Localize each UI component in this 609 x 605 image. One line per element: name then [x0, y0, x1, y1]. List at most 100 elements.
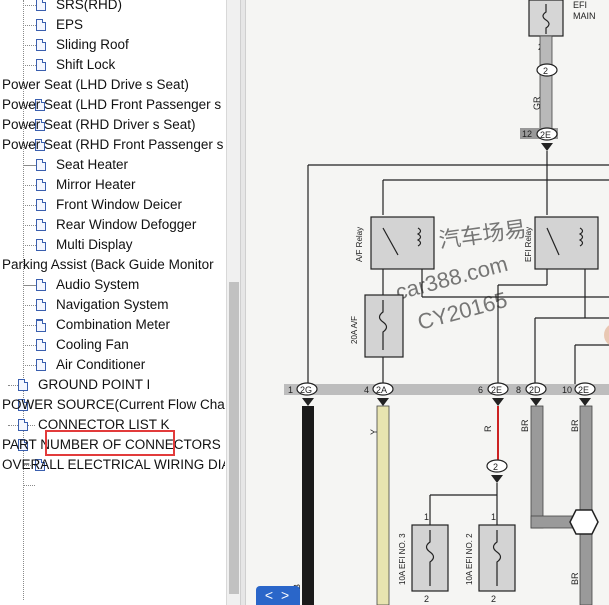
connector-2e-right-label: 2E — [578, 385, 589, 395]
tree-item[interactable]: Combination Meter — [56, 317, 171, 332]
wire-y-label: Y — [369, 429, 379, 435]
tree-item[interactable]: Parking Assist (Back Guide Monitor — [2, 257, 214, 272]
connector-2g-label: 2G — [300, 385, 312, 395]
efi3-pin-bottom: 2 — [424, 594, 429, 604]
page-nav-button[interactable]: < > — [256, 586, 300, 605]
connector-2-top — [536, 63, 558, 77]
tree-item[interactable]: EPS — [56, 17, 84, 32]
tree-item[interactable]: POWER SOURCE(Current Flow Char — [2, 397, 225, 412]
af-fuse-label: 20A A/F — [350, 316, 359, 344]
connector-2e-top — [536, 127, 558, 141]
af-relay — [370, 216, 435, 270]
tree-item[interactable]: PART NUMBER OF CONNECTORS L — [2, 437, 225, 452]
tree-item[interactable]: Audio System — [56, 277, 140, 292]
tree-item[interactable]: GROUND POINT I — [38, 377, 151, 392]
connector-2e-label: 2E — [491, 385, 502, 395]
af-fuse — [364, 294, 404, 358]
document-icon — [35, 99, 45, 111]
efi-main-label-2: MAIN — [573, 11, 596, 21]
connector-2g — [296, 382, 318, 396]
tree-item[interactable]: CONNECTOR LIST K — [38, 417, 170, 432]
document-icon — [36, 279, 46, 291]
hand-cursor — [604, 325, 609, 345]
document-icon — [36, 299, 46, 311]
efi-relay — [534, 216, 599, 270]
efi-no2-label: 10A EFI NO. 2 — [465, 533, 474, 585]
tree-item[interactable]: Power Seat (LHD Drive s Seat) — [2, 77, 189, 92]
wire-gr-label: GR — [532, 96, 542, 110]
wire-br-label-1: BR — [520, 419, 530, 432]
tree-item[interactable]: SRS(RHD) — [56, 0, 122, 12]
pin-8-label: 8 — [516, 385, 521, 395]
tree-item[interactable]: Power Seat (RHD Front Passenger s — [2, 137, 224, 152]
tree-item[interactable]: Power Seat (RHD Driver s Seat) — [2, 117, 196, 132]
tree-item[interactable]: Navigation System — [56, 297, 169, 312]
connector-2a — [372, 382, 394, 396]
document-icon — [36, 239, 46, 251]
document-icon — [18, 439, 28, 451]
efi-main-label-1: EFI — [573, 0, 587, 10]
tree-item[interactable]: Power Seat (LHD Front Passenger s — [2, 97, 222, 112]
watermark-text-1: 汽车场易 — [437, 216, 528, 253]
pin-4-label: 4 — [364, 385, 369, 395]
document-icon — [36, 179, 46, 191]
document-icon — [36, 359, 46, 371]
tree-item[interactable]: Seat Heater — [56, 157, 129, 172]
selection-highlight — [45, 430, 175, 456]
connector-2-lower — [486, 459, 508, 473]
connector-2d — [525, 382, 547, 396]
tree-item[interactable]: Mirror Heater — [56, 177, 136, 192]
wiring-diagram-viewer[interactable]: 汽车场易 car388.com CY20165 EFI MAIN 2 2 GR … — [246, 0, 609, 605]
document-icon — [36, 19, 46, 31]
document-icon — [35, 119, 45, 131]
af-relay-label: A/F Relay — [355, 227, 364, 262]
connector-2e-top-label: 2E — [540, 130, 551, 140]
document-icon — [36, 339, 46, 351]
wire-br-label-2: BR — [570, 419, 580, 432]
tree-item[interactable]: Shift Lock — [56, 57, 116, 72]
ground-splice — [569, 509, 599, 535]
tree-scrollbar[interactable] — [226, 0, 241, 605]
efi2-pin-top: 1 — [491, 512, 496, 522]
efi-relay-label: EFI Relay — [524, 227, 533, 262]
pin-12-label: 12 — [522, 129, 532, 139]
document-icon — [18, 419, 28, 431]
document-icon — [36, 0, 46, 11]
tree-item[interactable]: Multi Display — [56, 237, 133, 252]
document-icon — [36, 59, 46, 71]
tree-guide-line — [23, 0, 24, 600]
connector-2d-label: 2D — [529, 385, 541, 395]
document-icon — [36, 159, 46, 171]
tree-item[interactable]: OVERALL ELECTRICAL WIRING DIAG — [2, 457, 225, 472]
connector-2a-label: 2A — [376, 385, 387, 395]
tree-item[interactable]: Rear Window Defogger — [56, 217, 197, 232]
tree-scrollbar-thumb[interactable] — [229, 282, 239, 594]
document-icon — [36, 39, 46, 51]
tree-item[interactable]: Front Window Deicer — [56, 197, 183, 212]
document-icon — [36, 219, 46, 231]
efi3-pin-top: 1 — [424, 512, 429, 522]
document-icon — [36, 199, 46, 211]
document-icon — [35, 139, 45, 151]
wire-br-label-3: BR — [570, 572, 580, 585]
document-icon — [18, 399, 28, 411]
document-icon — [18, 379, 28, 391]
connector-2-top-label: 2 — [543, 66, 548, 76]
pin-10-label: 10 — [562, 385, 572, 395]
pin-6-label: 6 — [478, 385, 483, 395]
efi-no3-label: 10A EFI NO. 3 — [398, 533, 407, 585]
connector-2e-right — [574, 382, 596, 396]
tree-item[interactable]: Sliding Roof — [56, 37, 129, 52]
tree-item[interactable]: Cooling Fan — [56, 337, 129, 352]
document-icon — [36, 320, 46, 332]
wire-r-label: R — [483, 425, 493, 432]
pin-1-label: 1 — [288, 385, 293, 395]
connector-2-lower-label: 2 — [493, 462, 498, 472]
pane-splitter[interactable] — [240, 0, 246, 605]
document-icon — [35, 459, 45, 471]
tree-item-selected[interactable]: Air Conditioner — [56, 357, 146, 372]
wiring-diagram: 汽车场易 car388.com CY20165 EFI MAIN 2 2 GR … — [284, 0, 609, 605]
connector-2e — [487, 382, 509, 396]
efi2-pin-bottom: 2 — [491, 594, 496, 604]
